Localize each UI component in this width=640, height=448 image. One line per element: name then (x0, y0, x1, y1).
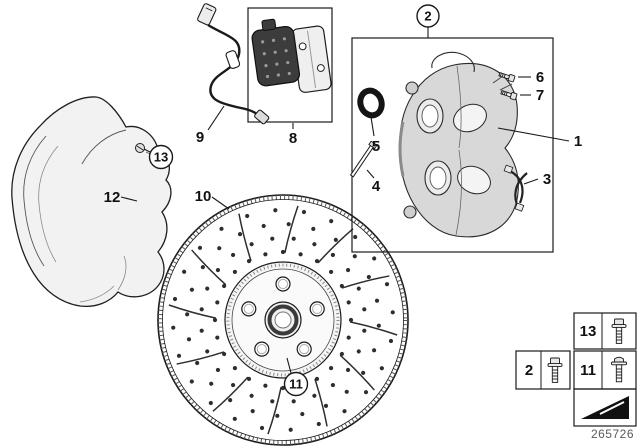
legend-box-13[interactable]: 13 (573, 312, 637, 350)
callout-2-circle[interactable] (416, 4, 440, 28)
callout-1[interactable]: 1 (497, 127, 582, 150)
callout-13[interactable]: 13 (143, 144, 174, 170)
callout-5[interactable]: 5 (370, 116, 380, 155)
callout-4[interactable]: 4 (366, 169, 381, 195)
drawing-number: 265726 (591, 427, 634, 441)
legend-13-label[interactable]: 13 (580, 323, 597, 340)
callout-12[interactable]: 12 (104, 189, 138, 206)
dust-shield-outline (11, 96, 172, 308)
brake-disc (157, 194, 409, 446)
legend-arrow-box[interactable] (573, 388, 637, 427)
callout-10-label[interactable]: 10 (195, 188, 212, 205)
legend-11-label[interactable]: 11 (580, 362, 596, 379)
callout-9-label[interactable]: 9 (196, 129, 204, 146)
callout-10[interactable]: 10 (195, 188, 230, 210)
caliper-frame-box (351, 37, 554, 253)
callout-5-label[interactable]: 5 (372, 138, 380, 155)
callout-12-label[interactable]: 12 (104, 189, 121, 206)
legend-2-label[interactable]: 2 (525, 362, 533, 379)
callout-3-label[interactable]: 3 (543, 171, 551, 188)
shield-mount-screw (135, 143, 145, 153)
callout-7[interactable]: 7 (520, 87, 544, 104)
seal-ring (357, 87, 385, 119)
callout-6-label[interactable]: 6 (536, 69, 544, 86)
pad-retaining-spring (503, 164, 528, 212)
callout-6[interactable]: 6 (518, 69, 544, 86)
callout-8[interactable]: 8 (289, 123, 297, 147)
callout-3[interactable]: 3 (523, 171, 551, 188)
brake-dust-shield (11, 96, 172, 308)
callout-11[interactable]: 11 (283, 357, 309, 397)
wheel-bolt-holes (241, 276, 325, 357)
collar-screw-icon (611, 356, 627, 383)
pads-frame-box (247, 7, 333, 123)
hex-flange-bolt-icon (547, 357, 563, 383)
callout-11-label[interactable]: 11 (289, 377, 303, 392)
callout-13-circle[interactable] (148, 144, 174, 170)
callout-1-label[interactable]: 1 (574, 133, 582, 150)
callout-2-label[interactable]: 2 (424, 9, 431, 24)
callout-9[interactable]: 9 (196, 105, 225, 146)
legend-box-11[interactable]: 11 (573, 350, 637, 390)
callout-4-label[interactable]: 4 (372, 178, 381, 195)
brake-pads (251, 18, 332, 93)
guide-pin (349, 140, 378, 178)
callout-13-label[interactable]: 13 (154, 150, 168, 165)
callout-11-circle[interactable] (283, 371, 309, 397)
callout-2[interactable]: 2 (416, 4, 440, 38)
direction-arrow-icon (581, 396, 629, 419)
callout-8-label[interactable]: 8 (289, 130, 297, 147)
wear-sensor-cable (197, 3, 270, 125)
disc-hub (224, 261, 342, 379)
callout-7-label[interactable]: 7 (536, 87, 544, 104)
brake-caliper (398, 51, 519, 238)
legend-box-2[interactable]: 2 (515, 350, 571, 390)
disc-rim-hatch (157, 194, 409, 446)
hex-flange-bolt-icon (611, 318, 627, 344)
pad-friction-dimples (261, 37, 291, 79)
